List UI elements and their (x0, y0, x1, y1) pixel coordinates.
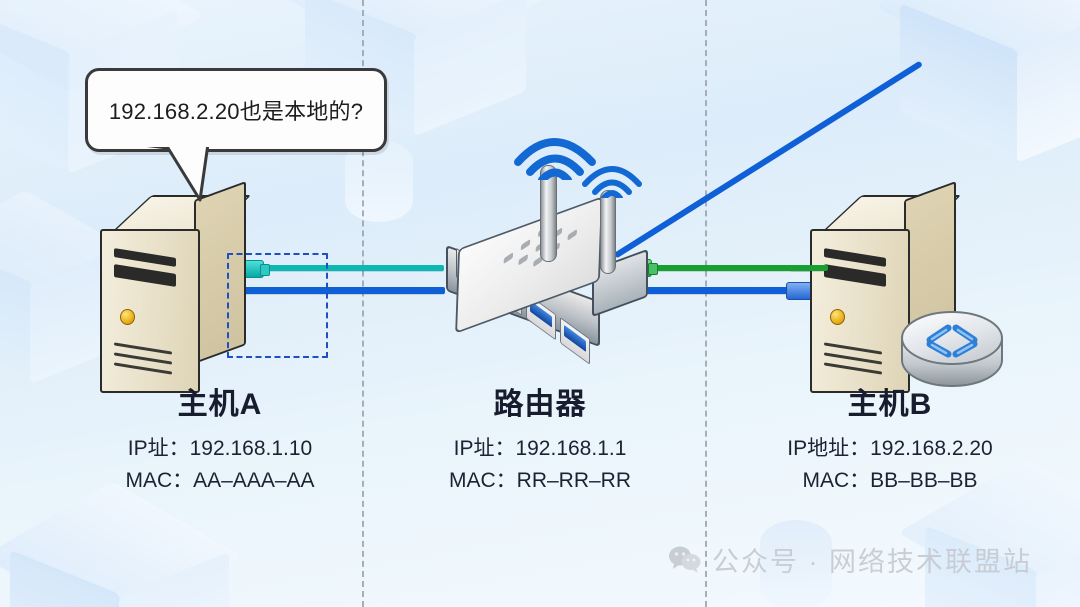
divider-right (705, 0, 707, 607)
cable-host-b-green (648, 265, 826, 271)
router-mac: MAC：RR–RR–RR (448, 469, 632, 493)
host-a-mac: MAC：AA–AAA–AA (125, 469, 315, 493)
router-title: 路由器 (493, 388, 587, 421)
wechat-icon (669, 546, 701, 573)
cable-host-b-green-tail (790, 265, 828, 271)
host-a-nic-selection-box[interactable] (227, 253, 328, 358)
cable-host-b-blue (632, 287, 792, 294)
cable-host-a-teal (258, 265, 444, 271)
host-b-mac: MAC：BB–BB–BB (802, 469, 978, 493)
host-b-title: 主机B (847, 388, 933, 421)
bg-cube-top-right (875, 0, 1080, 175)
host-a-ip: IP址：192.168.1.10 (127, 436, 313, 460)
wifi-signal-icon-left (514, 138, 596, 180)
host-b-label-group: 主机B IP地址：192.168.2.20 MAC：BB–BB–BB (710, 388, 1070, 498)
host-b-ip: IP地址：192.168.2.20 (787, 436, 993, 460)
host-a-front-face (100, 229, 200, 393)
router-label-group: 路由器 IP址：192.168.1.1 MAC：RR–RR–RR (360, 388, 720, 498)
host-a-title: 主机A (177, 388, 263, 421)
bg-cylinder-left (345, 140, 413, 222)
router-antenna-left (540, 165, 557, 262)
watermark: 公众号 · 网络技术联盟站 (668, 540, 1032, 579)
watermark-text: 公众号 · 网络技术联盟站 (712, 547, 1032, 577)
host-b-computer[interactable] (810, 181, 970, 405)
speech-bubble: 192.168.2.20也是本地的? (85, 68, 387, 152)
wifi-signal-icon-right (582, 166, 642, 198)
divider-left (362, 0, 364, 607)
bg-cube-bottom-left (0, 481, 245, 607)
host-b-router-icon (900, 310, 1004, 388)
router-ip: IP址：192.168.1.1 (453, 436, 627, 460)
host-a-computer[interactable] (100, 181, 260, 405)
cable-host-a-blue (183, 287, 445, 294)
bg-cylinder-bottom (760, 520, 832, 607)
host-a-label-group: 主机A IP址：192.168.1.10 MAC：AA–AAA–AA (40, 388, 400, 498)
speech-bubble-tail (132, 140, 212, 202)
router-antenna-right (600, 190, 616, 274)
speech-bubble-text: 192.168.2.20也是本地的? (108, 99, 364, 124)
host-b-front-face (810, 229, 910, 393)
